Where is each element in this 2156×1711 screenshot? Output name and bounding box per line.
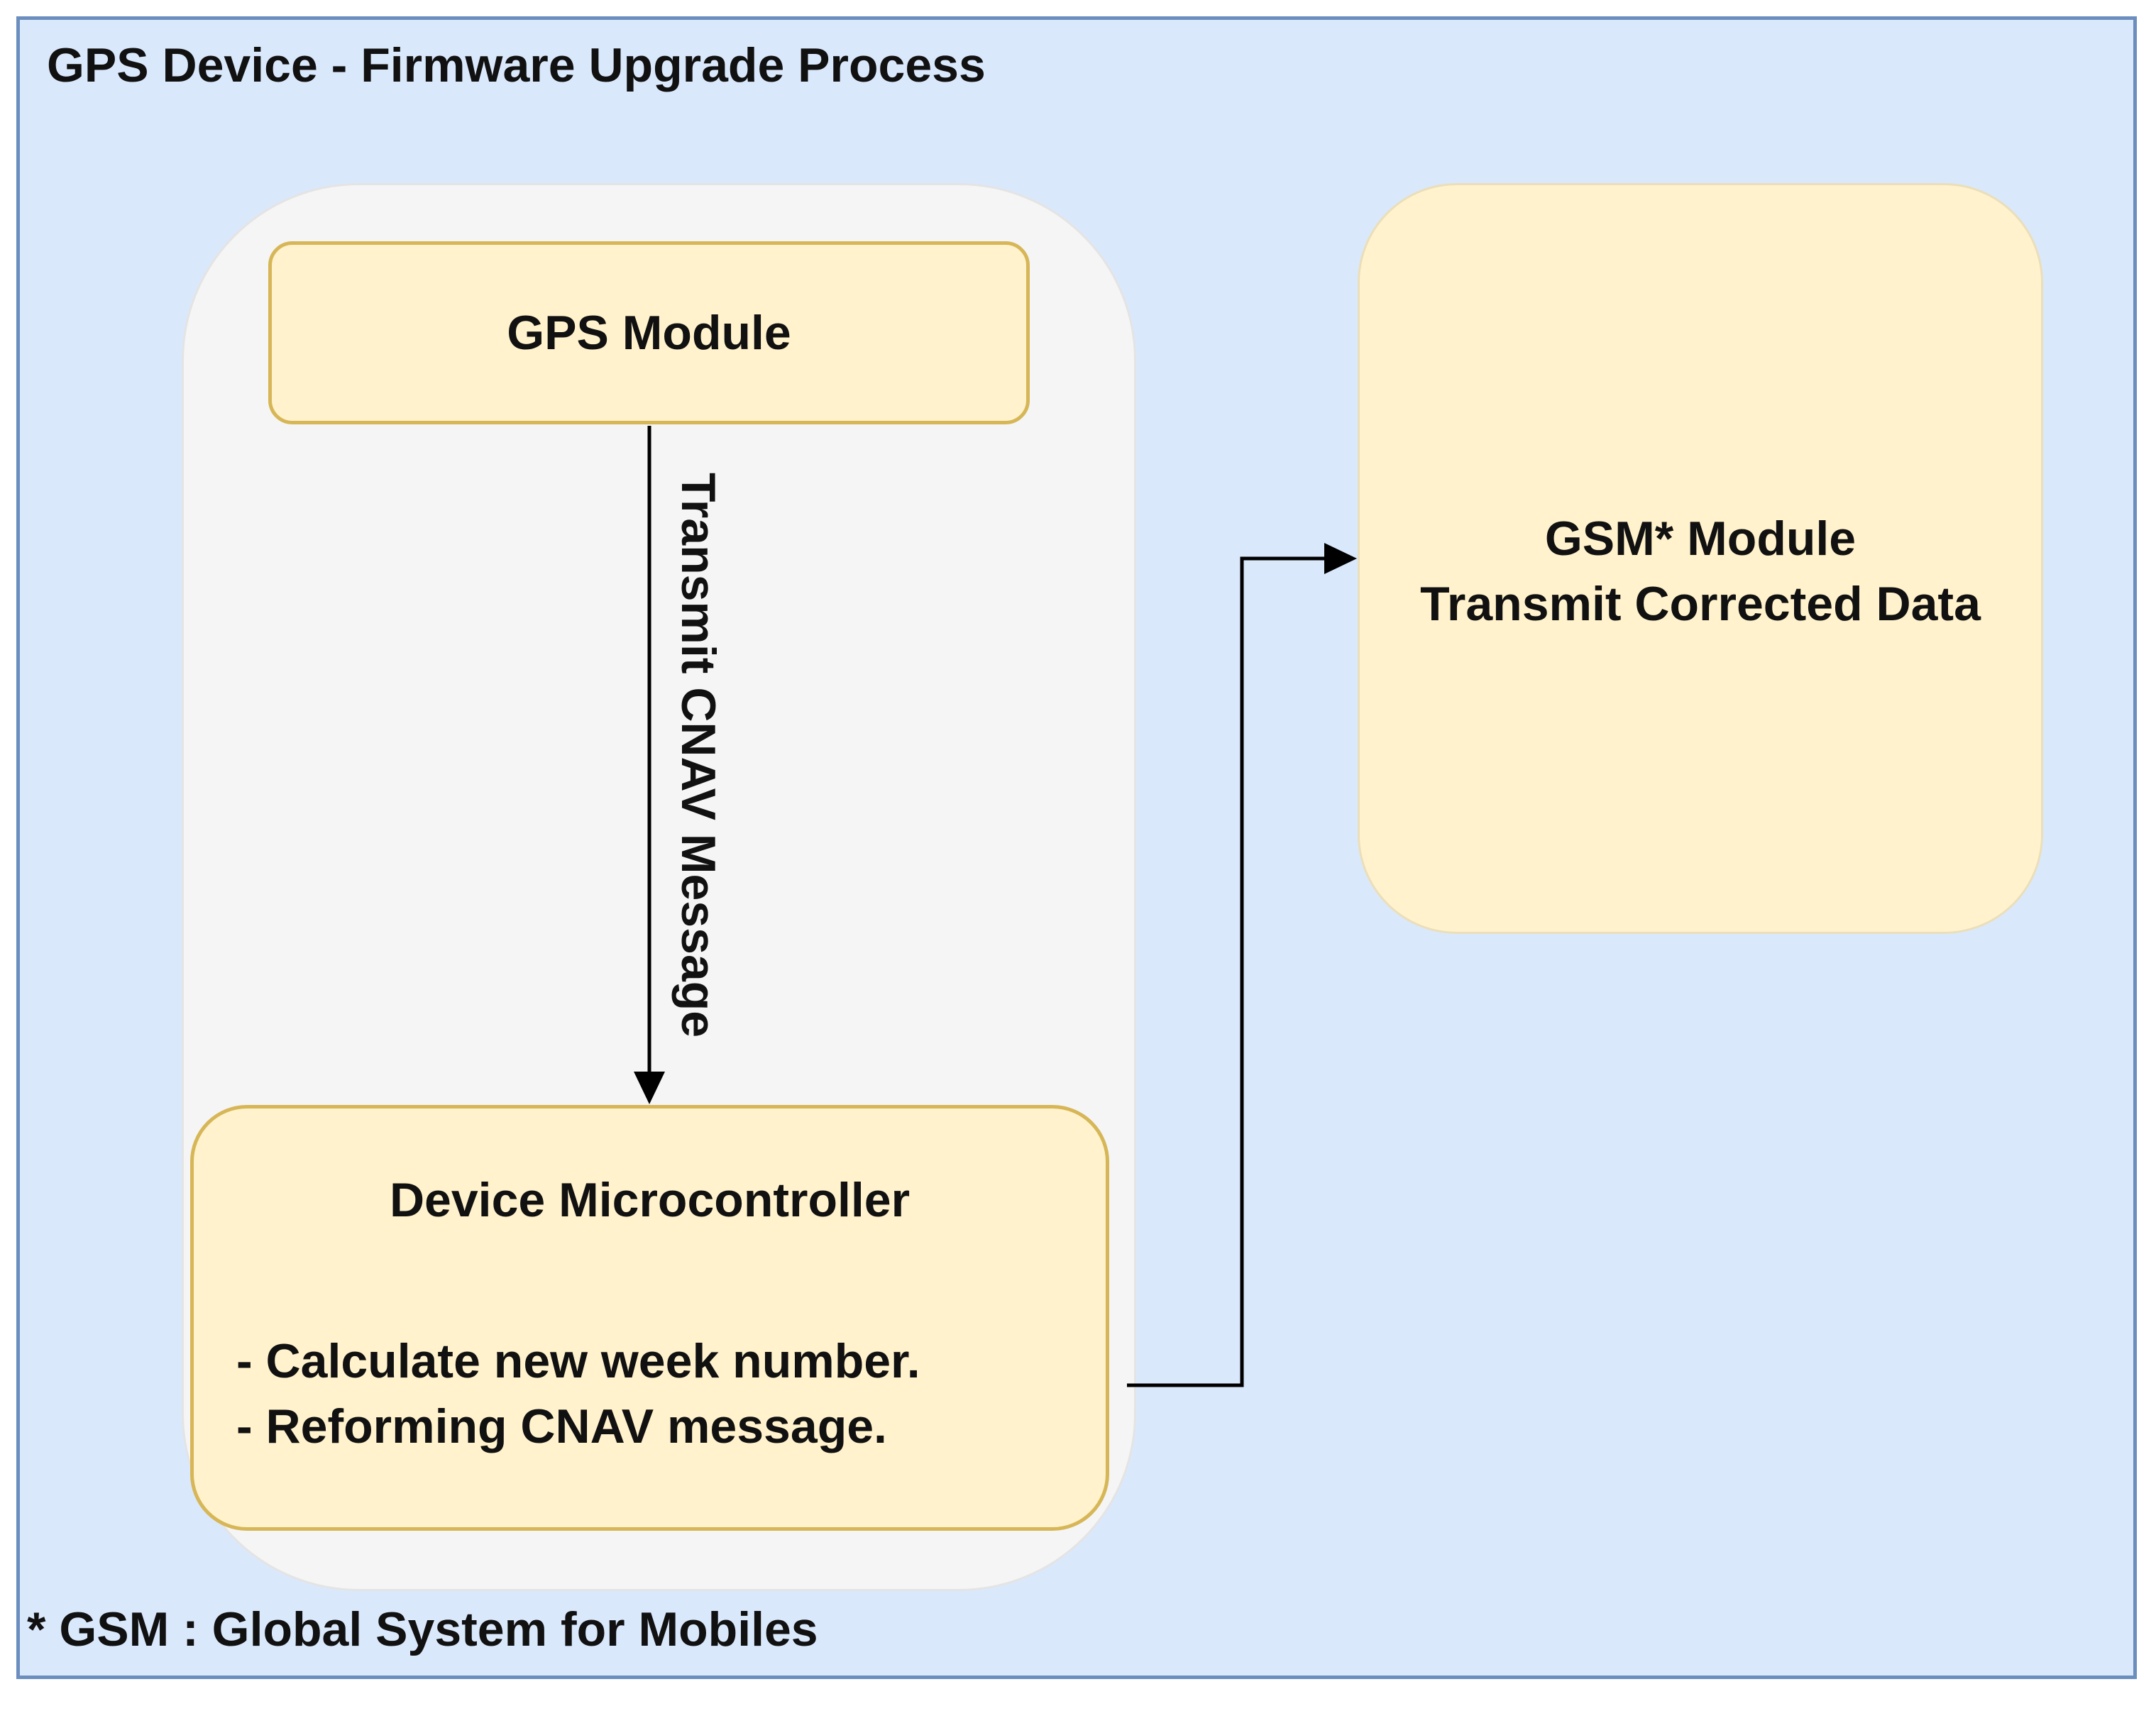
gps-module-node[interactable]: GPS Module xyxy=(268,241,1030,424)
edge-mcu-to-gsm xyxy=(1127,543,1357,1387)
diagram-title: GPS Device - Firmware Upgrade Process xyxy=(47,38,986,92)
microcontroller-tasks: - Calculate new week number. - Reforming… xyxy=(236,1328,920,1459)
microcontroller-node[interactable]: Device Microcontroller - Calculate new w… xyxy=(190,1105,1109,1531)
footnote: * GSM : Global System for Mobiles xyxy=(27,1602,818,1656)
arrowhead-down-icon xyxy=(634,1072,665,1104)
gsm-module-text: GSM* Module Transmit Corrected Data xyxy=(1360,506,2041,637)
edge-label-transmit-cnav: Transmit CNAV Message xyxy=(671,473,725,1038)
gps-module-label: GPS Module xyxy=(507,306,791,360)
task-line: - Reforming CNAV message. xyxy=(236,1399,887,1453)
arrowhead-right-icon xyxy=(1324,543,1357,574)
gsm-module-label: GSM* Module xyxy=(1544,512,1857,566)
task-line: - Calculate new week number. xyxy=(236,1334,920,1388)
gsm-module-description: Transmit Corrected Data xyxy=(1420,577,1981,631)
edge-gps-to-mcu xyxy=(634,426,665,1104)
gsm-module-node[interactable]: GSM* Module Transmit Corrected Data xyxy=(1358,183,2043,934)
microcontroller-title: Device Microcontroller xyxy=(389,1173,911,1227)
edge-mcu-to-gsm-line xyxy=(1127,556,1324,1387)
